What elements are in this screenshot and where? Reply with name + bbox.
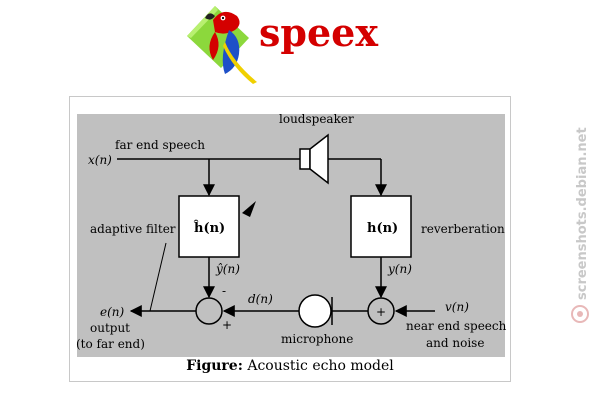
and-noise-label: and noise [426,336,484,350]
logo-text: speex [259,10,378,55]
watermark-text: screenshots.debian.net [575,127,590,300]
microphone-icon [298,294,332,328]
minus-sign: - [222,284,226,298]
output-label: output [90,321,130,335]
e-n-label: e(n) [100,305,125,319]
figure-caption: Figure: Acoustic echo model [69,358,511,374]
v-n-label: v(n) [445,300,469,314]
loudspeaker-icon [299,133,329,185]
adaptive-filter-label: adaptive filter [90,222,176,236]
plus-sign-right: + [376,305,386,319]
watermark: screenshots.debian.net [571,127,590,323]
loudspeaker-label: loudspeaker [279,112,354,126]
plus-sign-left: + [222,318,232,332]
x-n-label: x(n) [88,153,112,167]
speex-logo: speex [187,6,378,84]
y-hat-label: ŷ(n) [215,262,240,276]
adaptive-filter-box [178,195,240,258]
caption-text: Acoustic echo model [242,358,394,374]
near-end-speech-label: near end speech [406,319,507,333]
diagram-panel [77,114,505,357]
feedback-line [149,242,167,312]
reverberation-label: reverberation [421,222,505,236]
to-far-end-label: (to far end) [76,337,145,351]
h-hat-label: ĥ(n) [193,220,225,236]
caption-prefix: Figure: [186,358,243,374]
microphone-label: microphone [281,332,353,346]
figure-frame: loudspeaker x(n) far end speech adaptive… [69,96,511,382]
y-label: y(n) [387,262,412,276]
h-label: h(n) [367,221,398,236]
watermark-logo-icon [571,305,589,323]
parrot-icon [187,6,257,84]
far-end-speech-label: far end speech [115,138,205,152]
d-n-label: d(n) [248,292,273,306]
adaptation-arrowhead [242,201,256,217]
error-sum-junction [195,297,223,325]
acoustic-echo-diagram: loudspeaker x(n) far end speech adaptive… [76,112,507,357]
